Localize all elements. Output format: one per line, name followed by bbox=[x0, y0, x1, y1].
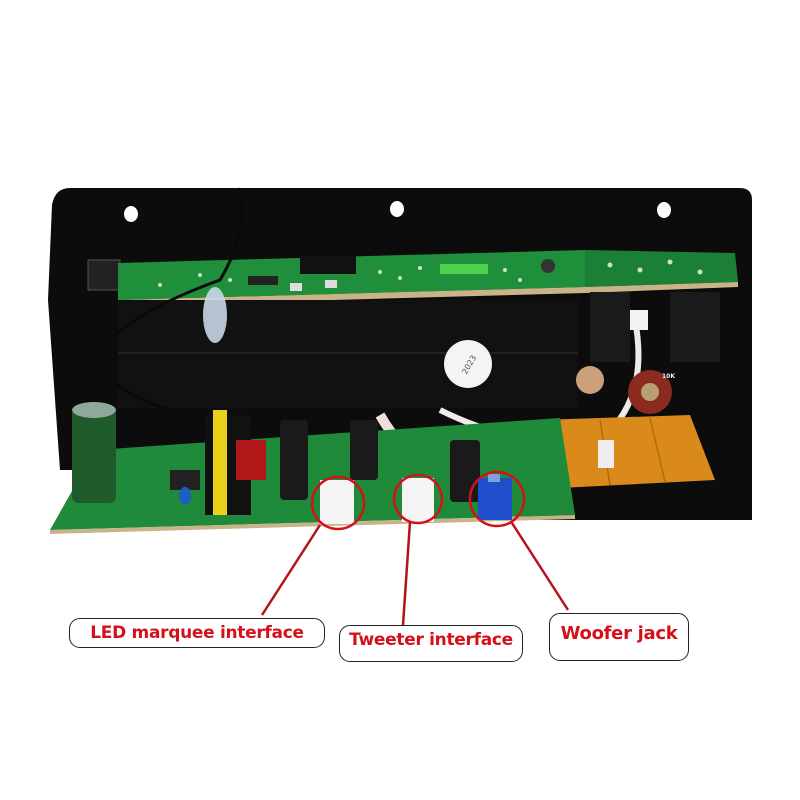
woofer-jack bbox=[478, 478, 512, 520]
highlight-circle-tweeter bbox=[392, 473, 444, 525]
mounting-hole-left bbox=[124, 206, 138, 222]
green-display bbox=[440, 264, 488, 274]
mounting-hole-center bbox=[390, 201, 404, 217]
mounting-hole-right bbox=[657, 202, 671, 218]
label-led-marquee-interface: LED marquee interface bbox=[69, 618, 325, 648]
leader-line-led bbox=[260, 524, 322, 616]
top-pcb bbox=[118, 250, 585, 300]
header-connector bbox=[87, 259, 121, 291]
label-tweeter-interface: Tweeter interface bbox=[339, 625, 523, 662]
connector-top-right bbox=[630, 310, 648, 330]
ic-chip bbox=[300, 256, 356, 274]
highlight-circle-woofer bbox=[468, 470, 526, 528]
leader-line-woofer bbox=[510, 522, 570, 611]
led-marquee-connector bbox=[320, 480, 354, 524]
orange-pcb bbox=[540, 415, 715, 488]
tweeter-connector bbox=[402, 478, 434, 522]
top-pcb-right bbox=[585, 250, 738, 287]
black-wire bbox=[98, 187, 329, 481]
leader-line-tweeter bbox=[401, 521, 412, 626]
glue-blob bbox=[203, 287, 227, 343]
date-sticker bbox=[444, 340, 492, 388]
svg-text:10K: 10K bbox=[662, 373, 675, 380]
highlight-circle-led bbox=[310, 475, 366, 531]
filter-capacitor bbox=[72, 408, 116, 503]
label-woofer-jack: Woofer jack bbox=[549, 613, 689, 661]
